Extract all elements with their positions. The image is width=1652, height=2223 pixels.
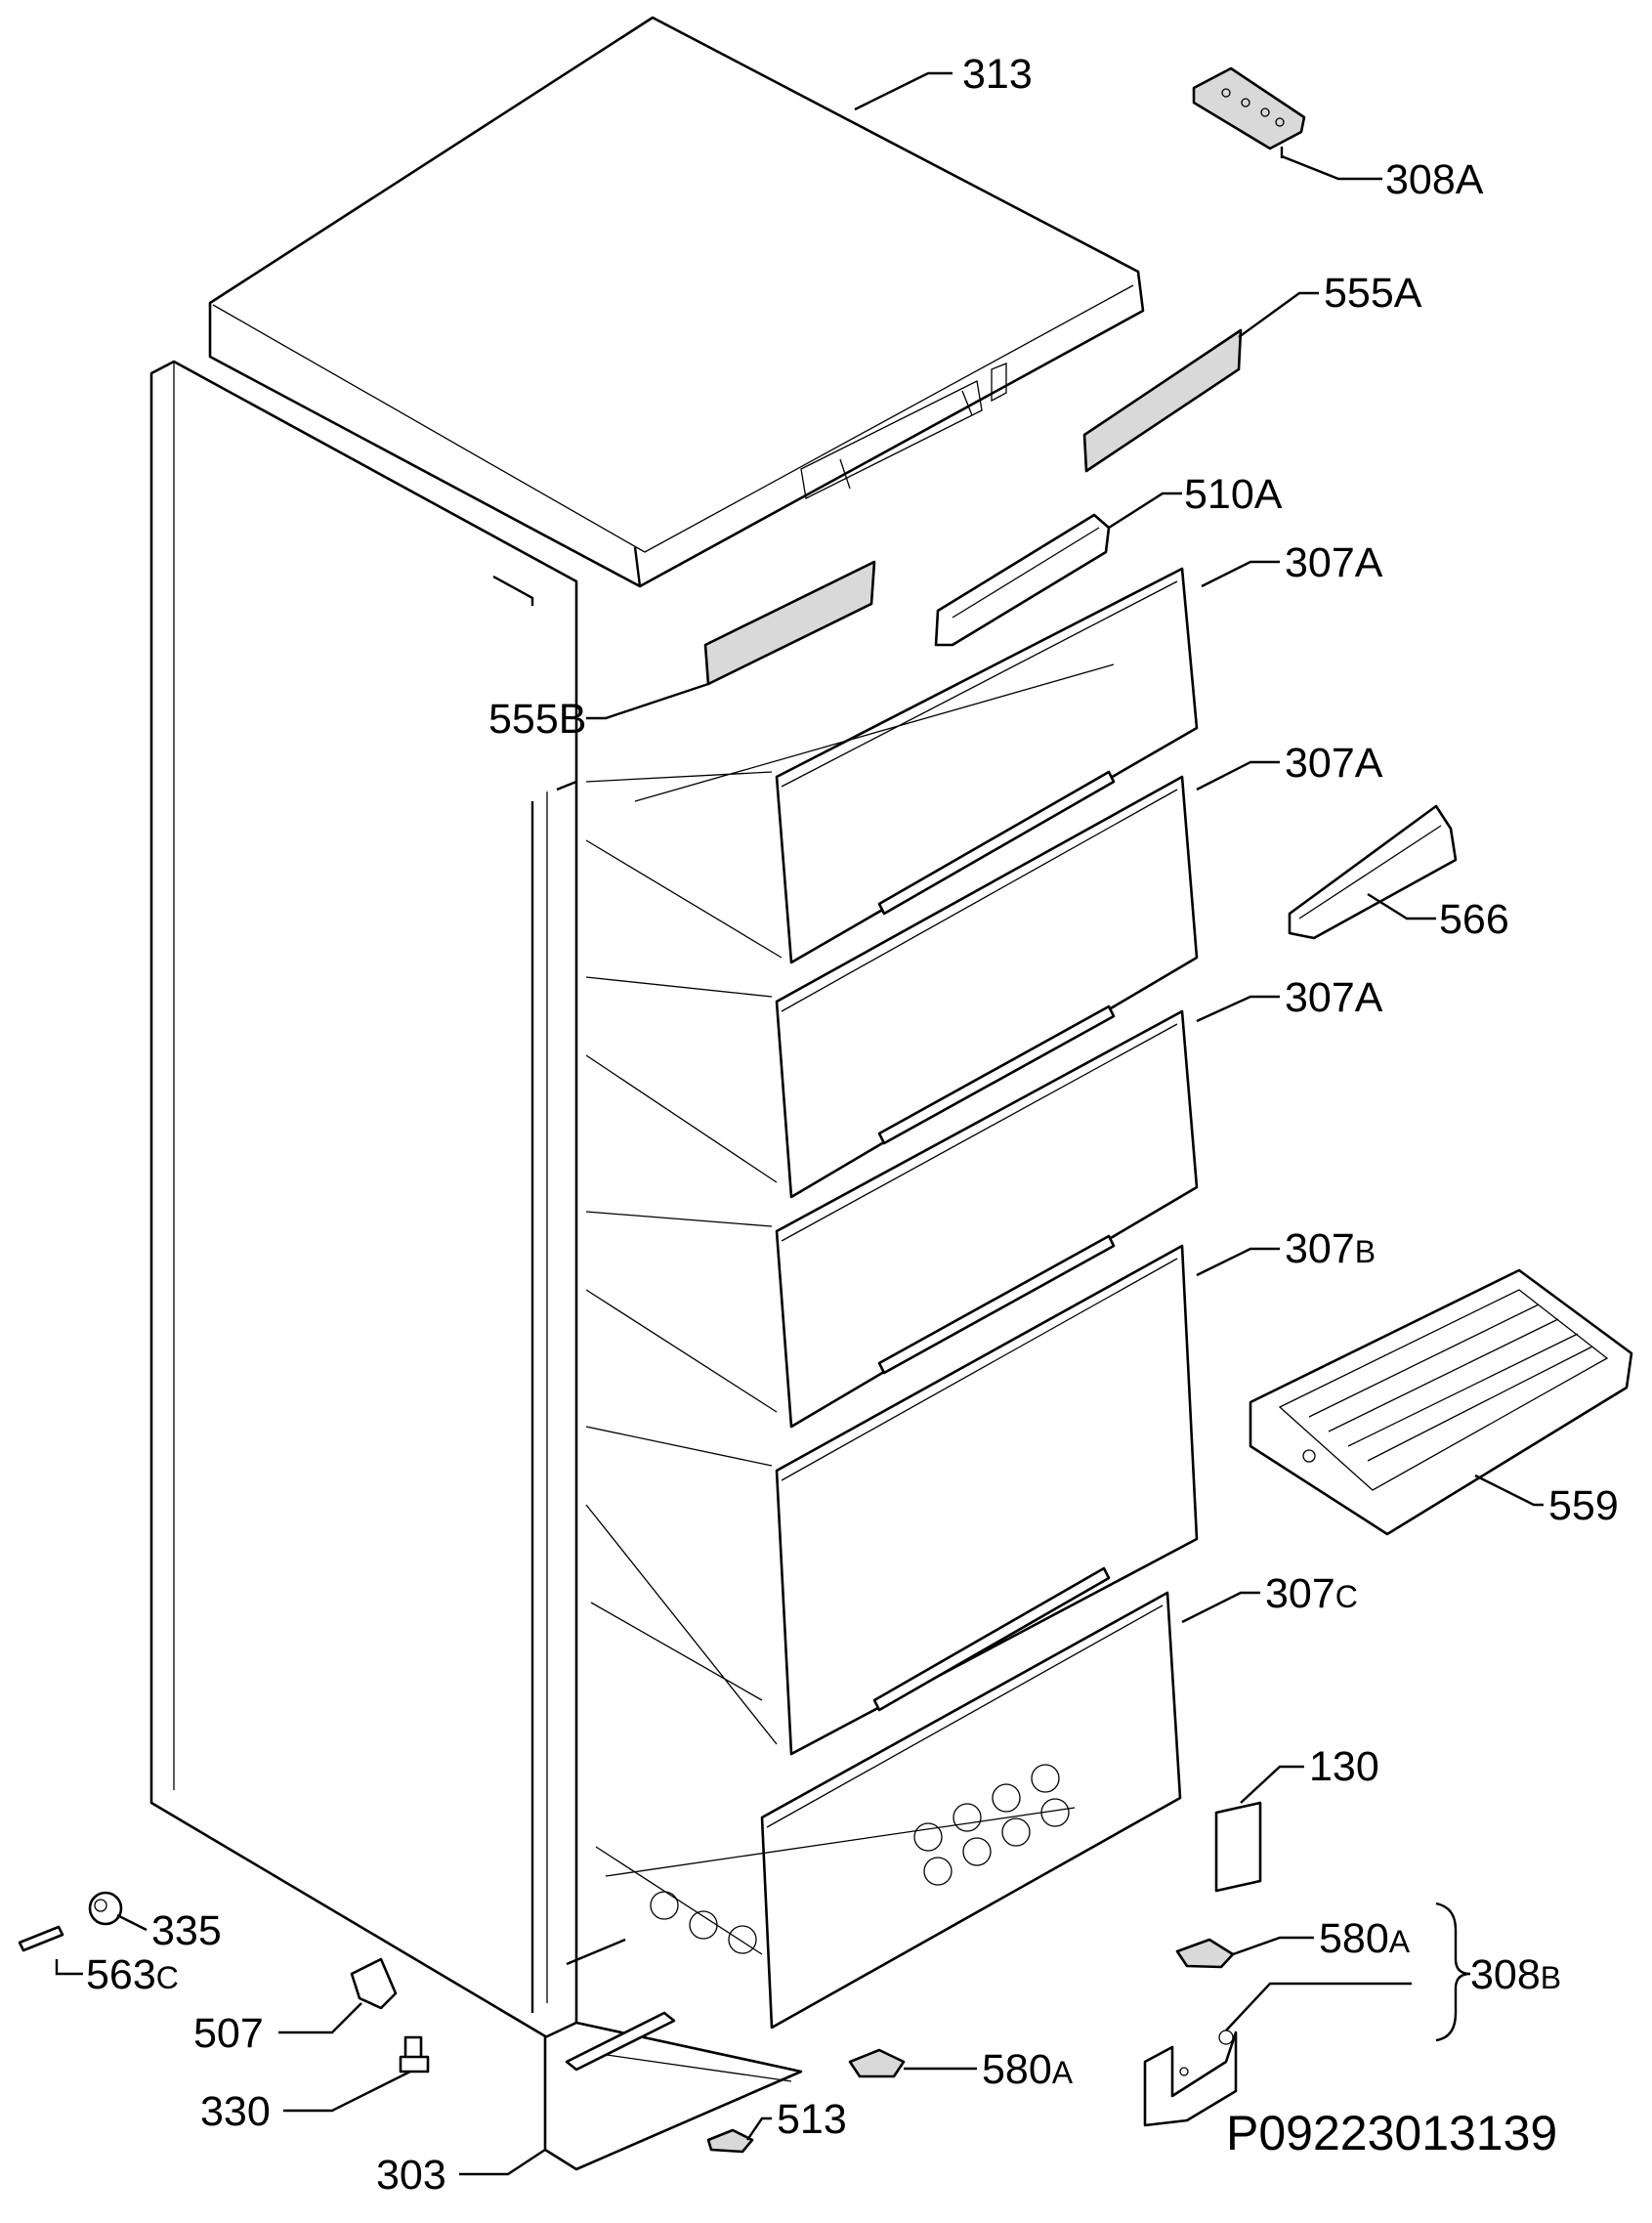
kick-plate-303 <box>543 2011 803 2171</box>
drawer-307a-1 <box>585 567 1199 964</box>
clip-580a-lower <box>848 2048 906 2078</box>
callout-510a: 510A <box>1184 471 1283 518</box>
drawer-307c <box>595 1591 1182 2030</box>
drawer-307a-2 <box>585 775 1199 1199</box>
ice-tray-559 <box>1249 1268 1633 1536</box>
callout-330: 330 <box>200 2088 271 2135</box>
reference-number: P09223013139 <box>1226 2106 1557 2160</box>
top-cover <box>208 16 1145 588</box>
seal-strip-555b <box>703 560 876 686</box>
callout-307a-1: 307A <box>1285 539 1383 586</box>
drawer-307a-3 <box>585 1009 1199 1429</box>
pin-563c <box>18 1925 64 1952</box>
callout-580a-upper: 580A <box>1319 1915 1411 1962</box>
callout-507: 507 <box>193 2010 264 2057</box>
foot-335 <box>88 1891 123 1926</box>
callout-313: 313 <box>962 51 1033 98</box>
top-hinge <box>1192 66 1306 158</box>
clip-580a-upper <box>1175 1938 1235 1969</box>
callout-307a-2: 307A <box>1285 740 1383 787</box>
callout-335: 335 <box>151 1907 222 1954</box>
callout-labels: 313 308A 555A 510A 307A 555B 307A 566 30… <box>86 51 1619 2199</box>
seal-strip-555a <box>1082 328 1243 473</box>
callout-580a-lower: 580A <box>982 2046 1074 2093</box>
screw-330 <box>399 2035 430 2073</box>
clip-507 <box>350 1957 398 2010</box>
plate-130 <box>1214 1801 1262 1893</box>
hinge-308b <box>1143 2030 1238 2127</box>
callout-559: 559 <box>1548 1482 1619 1529</box>
callout-130: 130 <box>1309 1743 1379 1790</box>
callout-555a: 555A <box>1324 270 1422 317</box>
shelf-566 <box>1288 804 1458 940</box>
callout-513: 513 <box>777 2096 847 2143</box>
drawer-307b <box>585 1244 1199 1756</box>
callout-307a-3: 307A <box>1285 974 1383 1021</box>
clip-513 <box>706 2128 754 2154</box>
callout-563c: 563C <box>86 1951 179 1998</box>
cabinet-body <box>149 360 626 2039</box>
callout-307c: 307C <box>1265 1570 1358 1617</box>
callout-308a: 308A <box>1385 156 1484 203</box>
leader-lines <box>55 71 1544 2176</box>
callout-303: 303 <box>376 2152 446 2199</box>
callout-566: 566 <box>1439 896 1509 943</box>
callout-308b: 308B <box>1470 1951 1561 1998</box>
callout-307b: 307B <box>1285 1225 1376 1272</box>
callout-555b: 555B <box>488 696 586 743</box>
